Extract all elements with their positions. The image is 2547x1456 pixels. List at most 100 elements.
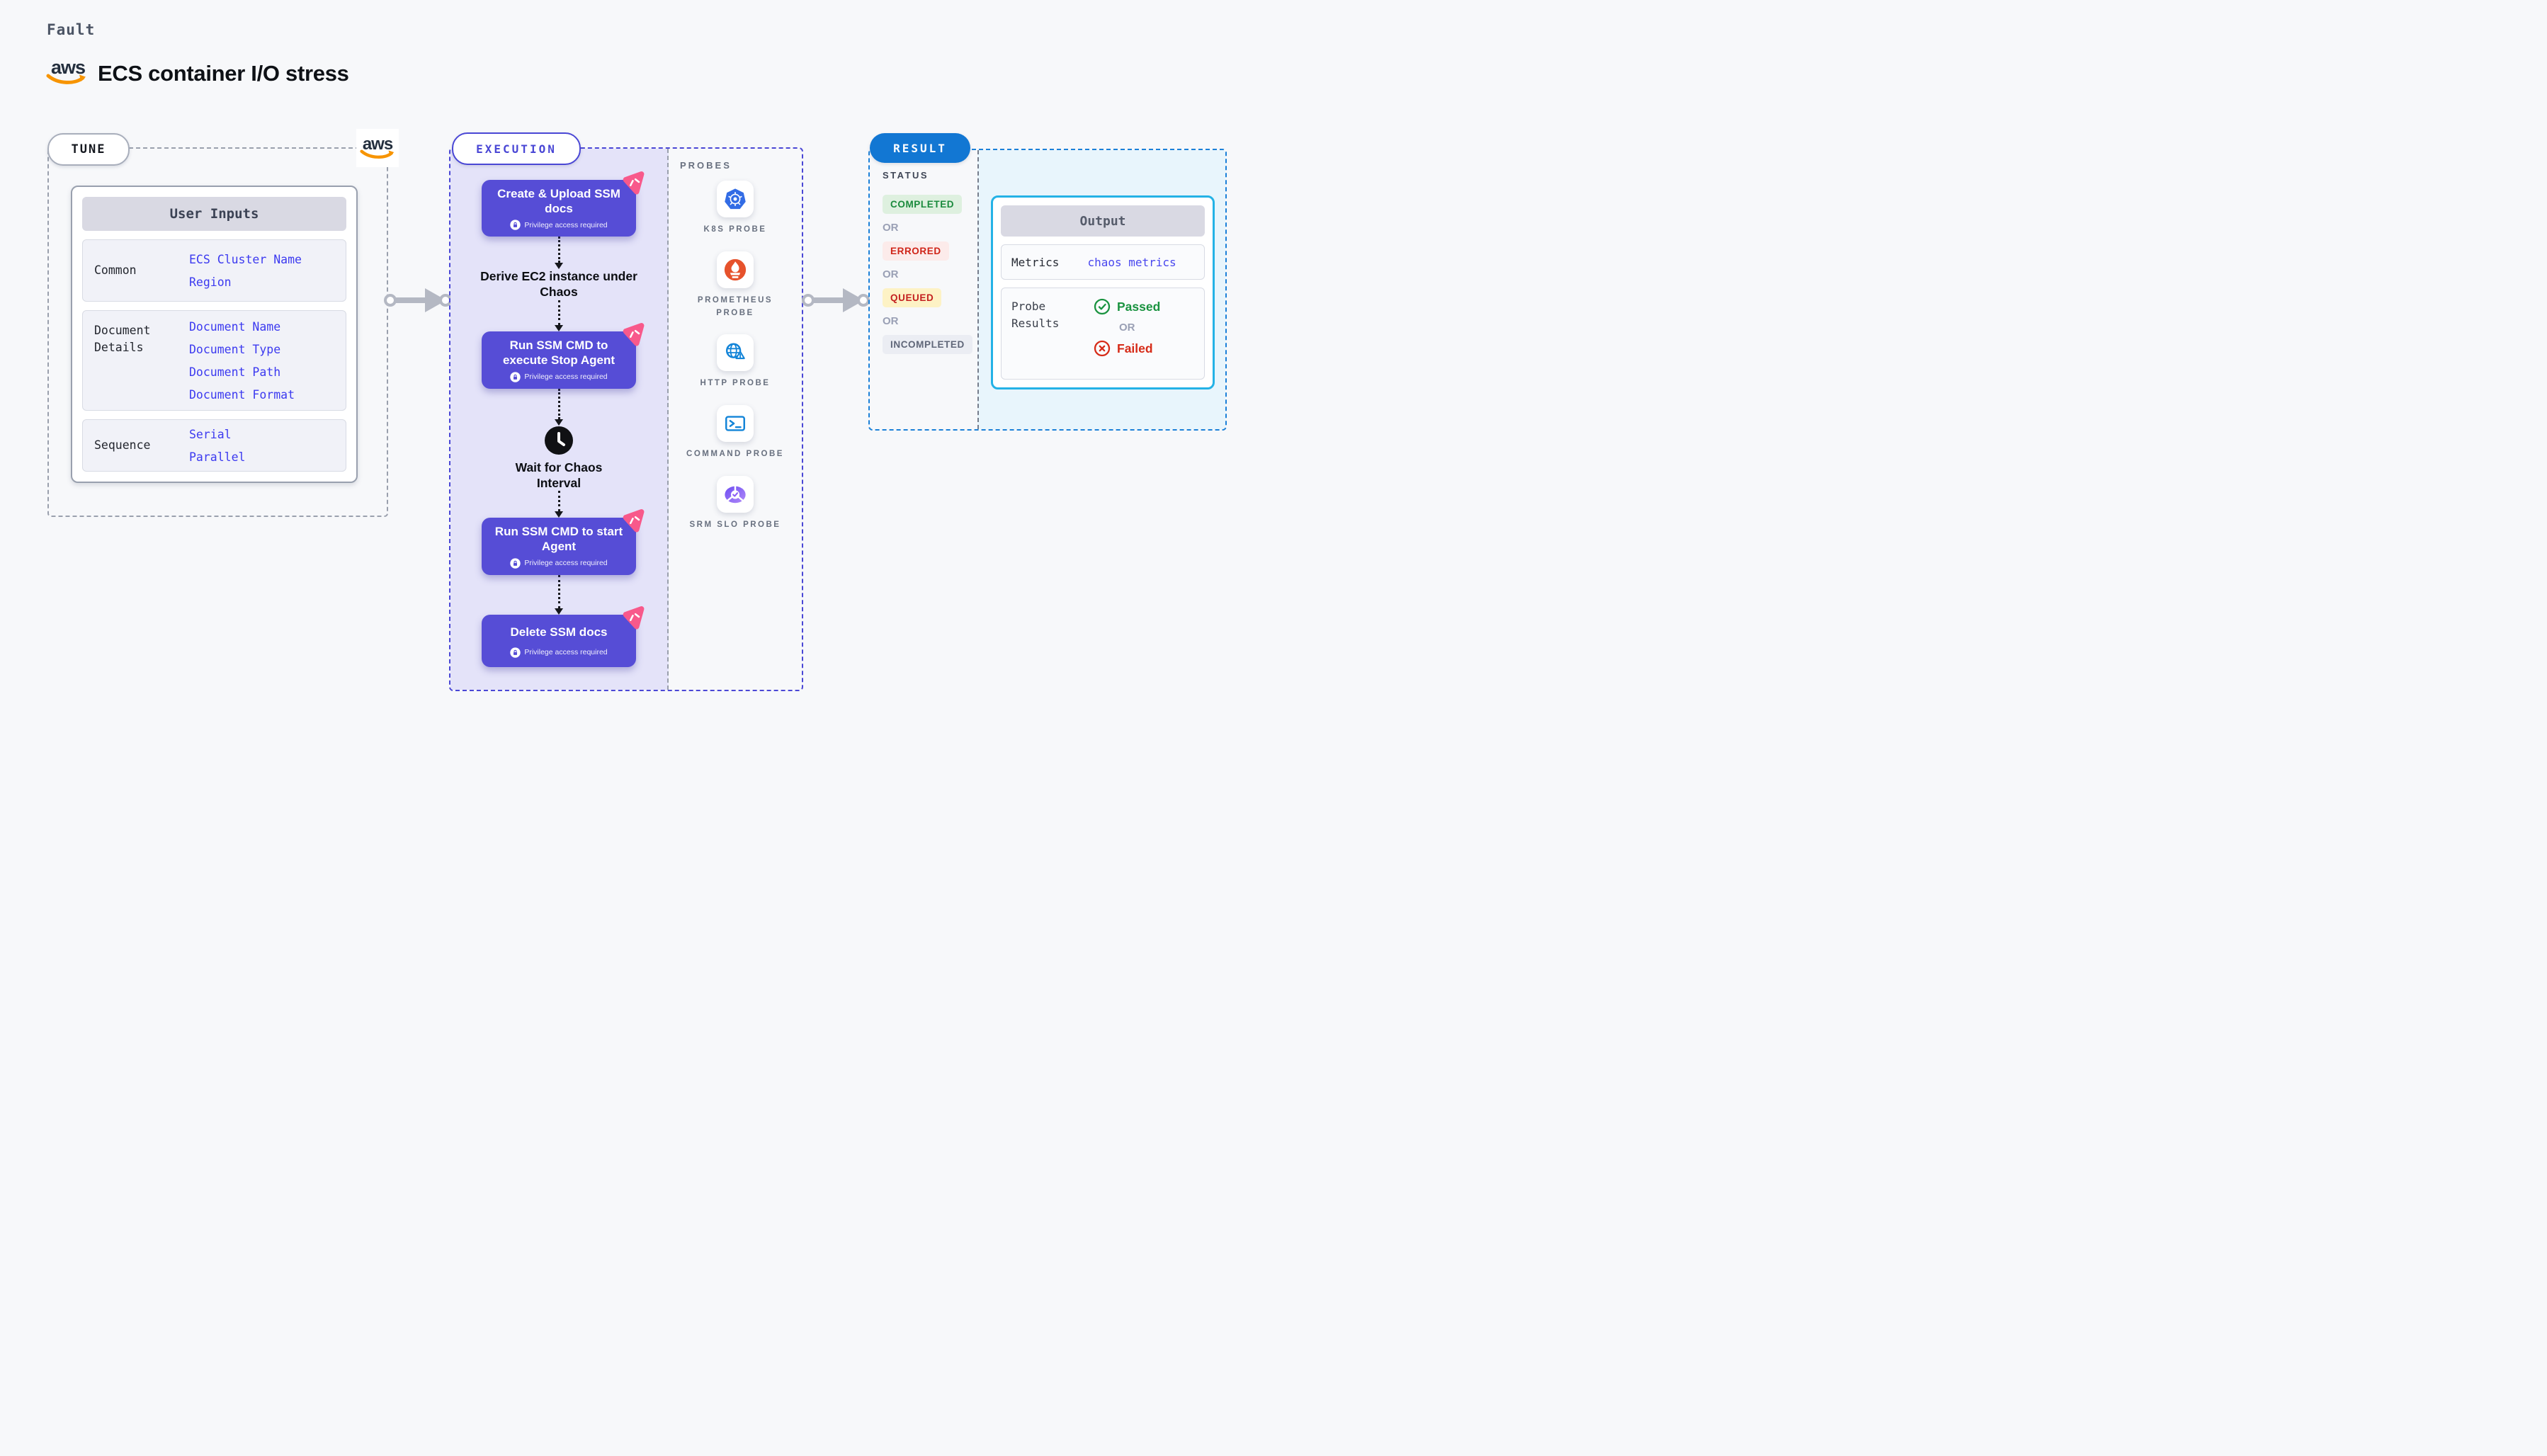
probe-results-values: Passed OR Failed <box>1094 298 1160 369</box>
wait-step: Wait for Chaos Interval <box>499 426 619 491</box>
fault-category-label: Fault <box>47 21 96 38</box>
privilege-badge-label: Privilege access required <box>524 559 608 568</box>
row-values: Serial Parallel <box>189 420 245 471</box>
or-label: OR <box>883 268 899 280</box>
output-region: Output Metrics chaos metrics Probe Resul… <box>977 150 1225 429</box>
privilege-badge-label: Privilege access required <box>524 372 608 382</box>
or-label: OR <box>1119 322 1135 334</box>
step-derive-ec2-instance: Derive EC2 instance under Chaos <box>480 269 637 300</box>
input-value: Region <box>189 275 232 289</box>
chaos-experiment-icon <box>623 605 645 630</box>
step-title: Run SSM CMD to start Agent <box>494 525 623 554</box>
failed-label: Failed <box>1117 341 1153 356</box>
status-column: STATUS COMPLETED OR ERRORED OR QUEUED OR… <box>870 150 977 429</box>
probes-area: PROBES K8S PROBE <box>669 149 802 690</box>
or-label: OR <box>883 315 899 327</box>
step-delete-ssm-docs: Delete SSM docs Privilege access require… <box>482 605 645 667</box>
privilege-badge: Privilege access required <box>490 372 628 382</box>
input-value: Parallel <box>189 450 246 464</box>
flow-dotted-arrow <box>555 237 563 270</box>
execution-to-result-arrow <box>802 288 870 312</box>
input-value: Document Path <box>189 365 281 379</box>
flow-dotted-arrow <box>555 574 563 615</box>
row-values: ECS Cluster Name Region <box>189 240 302 301</box>
aws-smile-icon <box>360 149 395 159</box>
probe-label: HTTP PROBE <box>700 379 771 388</box>
aws-logo: aws <box>46 58 90 92</box>
result-section-pill: RESULT <box>870 133 970 163</box>
row-values: Document Name Document Type Document Pat… <box>189 311 295 410</box>
passed-label: Passed <box>1117 299 1161 314</box>
row-label: Document Details <box>94 324 151 354</box>
failed-result: Failed <box>1094 340 1160 357</box>
probes-heading: PROBES <box>680 160 732 171</box>
aws-wordmark: aws <box>362 135 393 154</box>
status-badge-incompleted: INCOMPLETED <box>883 335 972 354</box>
probe-item-command: COMMAND PROBE <box>686 405 784 461</box>
aws-logo-small: aws <box>356 129 399 167</box>
flow-dotted-arrow <box>555 388 563 426</box>
status-badge-errored: ERRORED <box>883 241 949 261</box>
step-run-ssm-stop-agent: Run SSM CMD to execute Stop Agent Privil… <box>482 323 645 389</box>
user-inputs-card: User Inputs Common ECS Cluster Name Regi… <box>71 186 358 483</box>
probe-item-k8s: K8S PROBE <box>704 181 767 237</box>
probe-card <box>716 334 754 372</box>
probe-card <box>717 181 754 217</box>
probe-item-srm-slo: SRM SLO PROBE <box>690 476 781 532</box>
probe-card <box>716 476 754 513</box>
terminal-icon <box>725 416 745 431</box>
probe-card <box>716 405 754 443</box>
row-label: Common <box>94 263 137 278</box>
lock-icon <box>510 647 521 658</box>
probe-item-prometheus: PROMETHEUS PROBE <box>686 251 785 320</box>
probe-card <box>717 251 754 288</box>
step-run-ssm-start-agent: Run SSM CMD to start Agent Privilege acc… <box>482 509 645 575</box>
or-label: OR <box>883 222 899 234</box>
output-card: Output Metrics chaos metrics Probe Resul… <box>991 195 1215 389</box>
clock-icon <box>545 426 573 455</box>
step-title: Create & Upload SSM docs <box>497 187 620 215</box>
probe-item-http: HTTP PROBE <box>700 334 771 390</box>
page-title: ECS container I/O stress <box>98 61 349 86</box>
input-value: Serial <box>189 427 232 441</box>
chaos-experiment-icon <box>623 509 645 533</box>
step-create-upload-ssm-docs: Create & Upload SSM docs Privilege acces… <box>482 171 645 237</box>
probe-label: COMMAND PROBE <box>686 450 784 459</box>
probe-list: K8S PROBE PROMETHEUS PROBE <box>686 181 785 532</box>
user-inputs-row-sequence: Sequence Serial Parallel <box>82 419 346 472</box>
tune-to-execution-arrow <box>384 288 452 312</box>
kubernetes-icon <box>725 188 746 210</box>
wait-step-title: Wait for Chaos Interval <box>515 460 603 490</box>
gauge-check-icon <box>725 485 746 504</box>
chaos-experiment-icon <box>623 323 645 346</box>
check-circle-icon <box>1094 298 1111 315</box>
lock-icon <box>510 220 521 231</box>
probe-label: PROMETHEUS PROBE <box>697 295 773 317</box>
flow-dotted-arrow <box>555 300 563 332</box>
privilege-badge: Privilege access required <box>490 558 628 569</box>
execution-flow-area: Create & Upload SSM docs Privilege acces… <box>450 149 669 690</box>
input-value: Document Type <box>189 342 281 356</box>
lock-icon <box>510 558 521 569</box>
globe-warning-icon <box>725 343 745 360</box>
metrics-row: Metrics chaos metrics <box>1001 244 1205 280</box>
status-heading: STATUS <box>883 170 929 181</box>
prometheus-icon <box>724 258 747 280</box>
diagram-canvas: Fault aws ECS container I/O stress TUNE … <box>0 0 1274 728</box>
passed-result: Passed <box>1094 298 1160 315</box>
input-value: Document Format <box>189 387 295 402</box>
status-badge-queued: QUEUED <box>883 288 942 307</box>
privilege-badge-label: Privilege access required <box>524 220 608 229</box>
privilege-badge: Privilege access required <box>490 220 628 231</box>
input-value: Document Name <box>189 319 281 334</box>
flow-dotted-arrow <box>555 491 563 518</box>
privilege-badge-label: Privilege access required <box>524 648 608 657</box>
status-badge-completed: COMPLETED <box>883 195 963 214</box>
user-inputs-header: User Inputs <box>82 197 346 231</box>
execution-section-box: Create & Upload SSM docs Privilege acces… <box>449 147 803 691</box>
aws-smile-icon <box>46 74 86 84</box>
output-header: Output <box>1001 205 1205 237</box>
result-section-box: STATUS COMPLETED OR ERRORED OR QUEUED OR… <box>868 149 1227 431</box>
step-title: Run SSM CMD to execute Stop Agent <box>502 339 616 367</box>
metrics-label: Metrics <box>1011 255 1060 269</box>
